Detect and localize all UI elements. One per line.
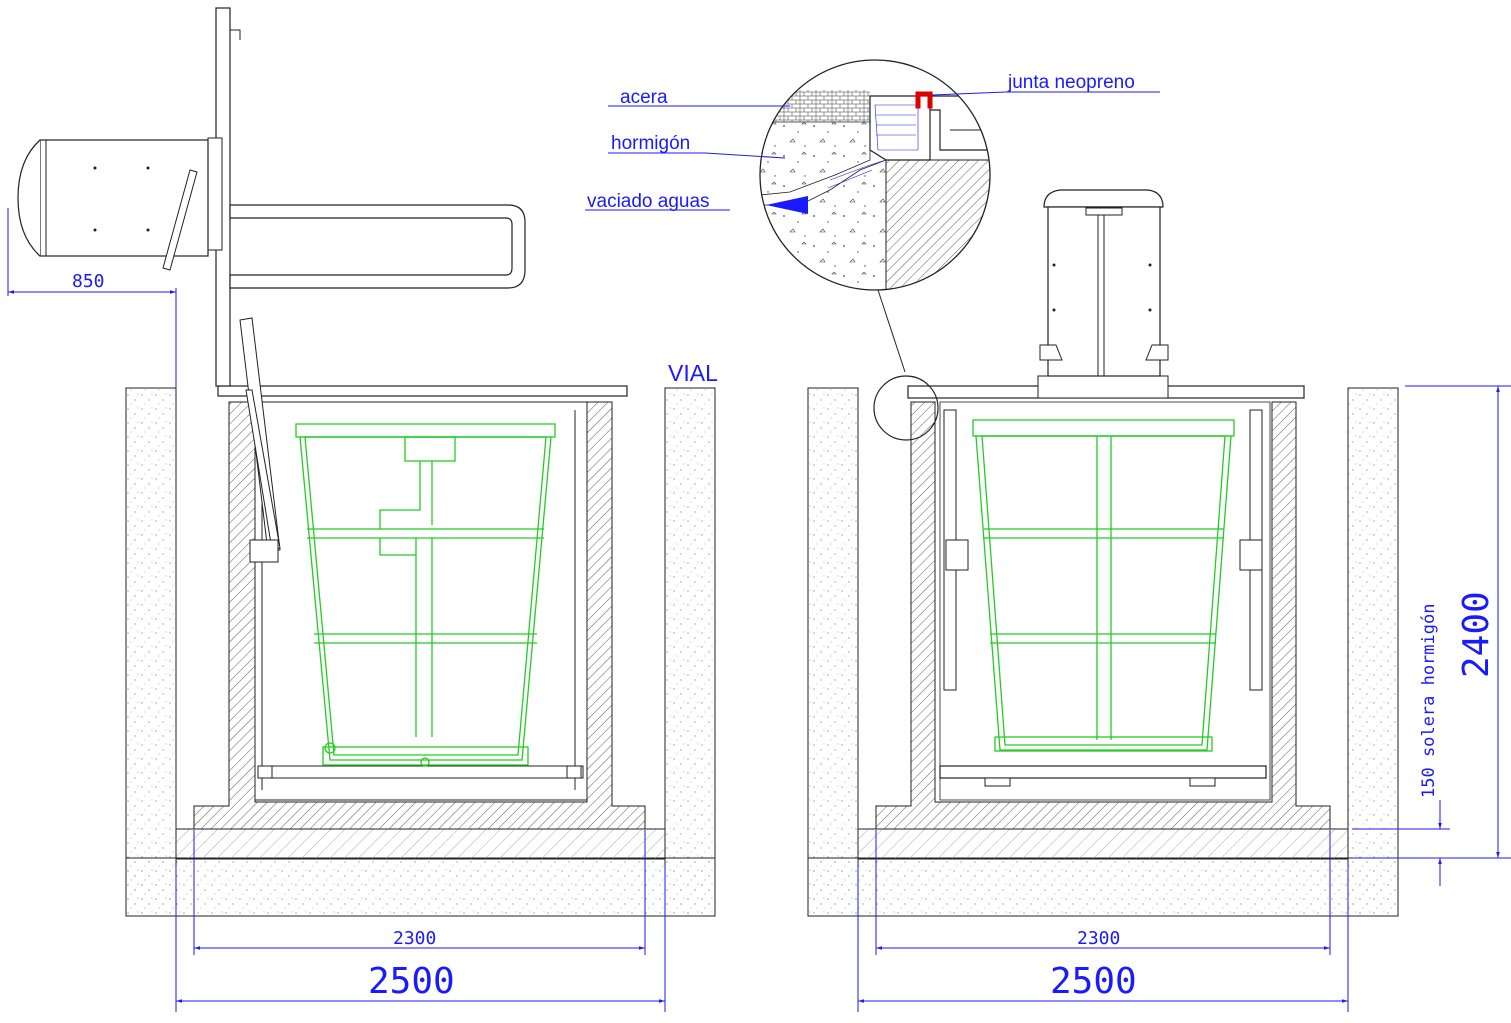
dim-right-2500: 2500 [1050,961,1137,1002]
leader-lines [585,91,1160,211]
left-container [295,423,556,767]
left-concrete-u [193,401,646,830]
right-ground-wall-right [1347,387,1399,917]
label-acera: acera [620,87,668,108]
dimensions [7,208,1511,1012]
label-hormigon: hormigón [611,133,690,154]
right-container [972,419,1235,752]
left-inner-frame [254,401,588,801]
left-ground-wall-left [125,387,177,917]
dim-left-2300: 2300 [393,928,436,949]
right-ground-wall-left [807,387,859,917]
detail-callout-circle [873,375,939,441]
dim-right-2300: 2300 [1077,928,1120,949]
right-pit [807,189,1399,917]
dim-150-solera: 150 solera hormigón [1419,604,1439,798]
detail-circle [759,59,991,291]
dim-left-2500: 2500 [368,961,455,1002]
left-ground-wall-right [664,387,716,917]
dim-850: 850 [72,271,105,292]
detail-view [759,59,991,441]
left-drum [17,139,209,271]
right-slab [857,828,1349,860]
gasket [915,91,933,109]
drain-arrow-head [766,196,808,214]
right-ground-bottom [807,857,1399,917]
left-slab [175,828,666,860]
right-platform [939,765,1267,779]
right-concrete-u [875,401,1331,830]
left-lid-frame [217,385,628,397]
dim-2400: 2400 [1456,591,1497,678]
right-column [1039,189,1169,377]
label-vaciado-aguas: vaciado aguas [587,191,710,212]
left-pit [17,7,716,917]
left-handle-bar [229,204,526,289]
label-vial: VIAL [668,360,718,386]
left-ground-bottom [125,857,716,917]
label-junta-neopreno: junta neopreno [1007,72,1135,93]
